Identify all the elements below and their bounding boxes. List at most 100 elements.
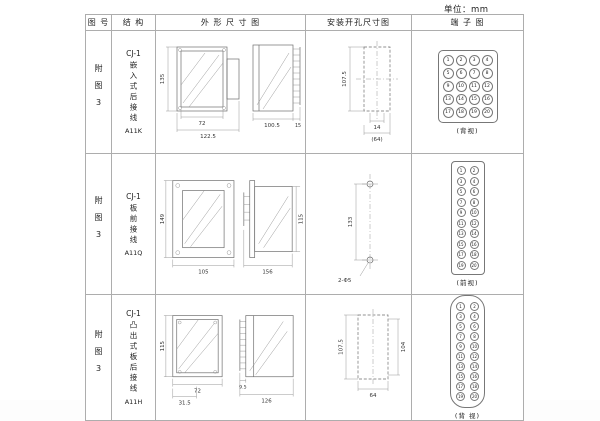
terminal-4: 4: [481, 54, 493, 66]
terminal-19: 19: [456, 260, 466, 270]
structure-code: A11H: [124, 397, 143, 406]
outline-cell: 149 105: [155, 153, 306, 295]
terminal-11: 11: [456, 218, 466, 228]
structure-code: A11Q: [124, 248, 143, 257]
fig-no: 附图3: [94, 64, 103, 116]
install-drawing-a11q: 133 2-Φ5: [338, 174, 378, 284]
dim-width: 105: [198, 269, 208, 275]
outline-drawing-a11h: 115 72 31.5: [159, 314, 294, 406]
dim-height: 107.5: [338, 338, 344, 354]
terminal-16: 16: [469, 239, 479, 249]
row-a11q: 附图3 CJ-1 板前接线 A11Q: [85, 153, 524, 295]
spec-table: 图 号 结 构 外 形 尺 寸 图 安装开孔尺寸图 端 子 图 附图3 CJ-1…: [85, 14, 524, 421]
terminal-13: 13: [456, 362, 465, 371]
terminal-view-label: (背视): [456, 126, 479, 135]
terminal-18: 18: [470, 382, 479, 391]
dim-w1: 14: [373, 125, 380, 131]
terminal-6: 6: [469, 187, 479, 197]
structure-desc: 凸出式板后接线: [129, 321, 138, 395]
dim-height: 115: [159, 340, 165, 350]
dim-height: 149: [159, 213, 165, 224]
structure-code: A11K: [125, 127, 142, 135]
structure-desc: 嵌入式后接线: [129, 61, 138, 124]
fig-no: 附图3: [94, 196, 103, 248]
terminal-1: 1: [456, 302, 465, 311]
terminal-18: 18: [455, 106, 467, 118]
terminal-8: 8: [470, 332, 479, 341]
side-view: [242, 180, 293, 258]
model-label: CJ-1: [126, 191, 141, 201]
terminal-5: 5: [442, 67, 454, 79]
terminal-9: 9: [442, 80, 454, 92]
header-fig: 图 号: [85, 14, 112, 31]
header-structure: 结 构: [111, 14, 156, 31]
terminal-7: 7: [456, 197, 466, 207]
front-view: [171, 180, 234, 258]
mounting-holes: [361, 174, 378, 270]
model-label: CJ-1: [126, 49, 141, 58]
terminal-2: 2: [469, 166, 479, 176]
terminal-15: 15: [456, 239, 466, 249]
dim-width: 72: [194, 388, 201, 394]
terminal-17: 17: [456, 250, 466, 260]
side-view: [239, 314, 294, 377]
fig-cell: 附图3: [85, 30, 112, 154]
front-dimensions: 135 72 122.5: [160, 46, 239, 140]
dim-height: 107.5: [342, 71, 348, 87]
dim-depth: 156: [262, 269, 273, 275]
terminal-11: 11: [456, 352, 465, 361]
header-row: 图 号 结 构 外 形 尺 寸 图 安装开孔尺寸图 端 子 图: [85, 14, 524, 31]
install-cell: 107.5 14 (64): [305, 30, 412, 154]
dim-total-width: 122.5: [200, 134, 216, 140]
structure-cell: CJ-1 凸出式板后接线 A11H: [111, 294, 156, 421]
terminal-3: 3: [468, 54, 480, 66]
dim-height: 135: [160, 73, 166, 84]
terminal-7: 7: [468, 67, 480, 79]
outline-cell: 115 72 31.5: [155, 294, 306, 421]
fig-cell: 附图3: [85, 294, 112, 421]
terminal-13: 13: [456, 229, 466, 239]
front-dimensions: 115 72 31.5: [159, 314, 222, 406]
terminal-view-label: (前视): [456, 278, 479, 287]
install-cell: 133 2-Φ5: [305, 153, 412, 295]
terminal-2: 2: [455, 54, 467, 66]
hole-label: 2-Φ5: [338, 278, 352, 284]
terminal-20: 20: [481, 106, 493, 118]
install-drawing-a11h: 107.5 104 64: [338, 308, 407, 399]
terminal-6: 6: [470, 322, 479, 331]
header-install: 安装开孔尺寸图: [305, 14, 412, 31]
terminal-18: 18: [469, 250, 479, 260]
cutout-dimensions: 107.5 14 (64): [342, 46, 390, 143]
front-dimensions: 149 105: [159, 180, 234, 275]
terminal-17: 17: [456, 382, 465, 391]
terminal-4: 4: [470, 312, 479, 321]
dim-pin-length: 9.5: [239, 384, 247, 390]
fig-no: 附图3: [94, 329, 103, 382]
dim-height: 133: [348, 216, 354, 227]
side-view: [252, 44, 300, 112]
front-view: [171, 314, 222, 377]
fig-cell: 附图3: [85, 153, 112, 295]
terminal-12: 12: [469, 218, 479, 228]
terminal-2: 2: [470, 302, 479, 311]
terminal-16: 16: [470, 372, 479, 381]
cutout-outline: [355, 41, 398, 119]
header-outline: 外 形 尺 寸 图: [155, 14, 306, 31]
terminal-10: 10: [455, 80, 467, 92]
terminal-12: 12: [470, 352, 479, 361]
terminal-15: 15: [456, 372, 465, 381]
terminal-16: 16: [481, 93, 493, 105]
structure-desc: 板前接线: [129, 203, 138, 246]
outline-cell: 135 72 122.5: [155, 30, 306, 154]
terminal-5: 5: [456, 187, 466, 197]
terminal-14: 14: [455, 93, 467, 105]
terminal-10: 10: [470, 342, 479, 351]
unit-label: 单位：mm: [444, 5, 489, 15]
terminal-17: 17: [442, 106, 454, 118]
outline-drawing-a11k: 135 72 122.5: [160, 44, 301, 140]
terminal-6: 6: [455, 67, 467, 79]
